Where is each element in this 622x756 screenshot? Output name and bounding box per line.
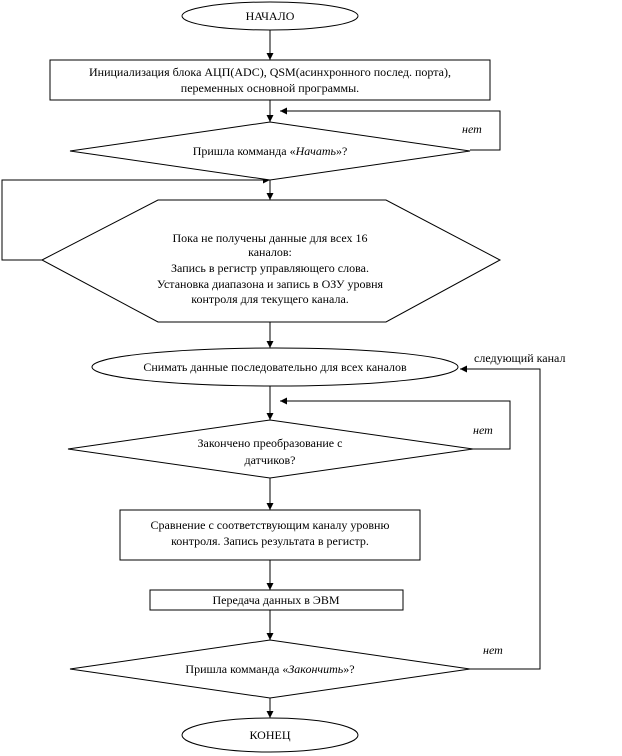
cond-convert-label-line-1: Закончено преобразование с <box>198 436 343 450</box>
arrow-next-channel <box>460 365 541 670</box>
loop-label-line-4: Установка диапазона и запись в ОЗУ уровн… <box>157 277 384 291</box>
decision-start-command: Пришла комманда «Начать»? <box>69 121 471 181</box>
init-label-line-1: Инициализация блока АЦП(ADC), QSM(асинхр… <box>89 65 451 79</box>
arrow-cond-convert-no-loop <box>280 397 511 450</box>
connectors <box>1 30 541 718</box>
compare-process: Сравнение с соответствующим каналу уровн… <box>119 509 421 561</box>
transfer-process: Передача данных в ЭВМ <box>149 589 404 611</box>
decision-finish-command: Пришла комманда «Закончить»? <box>69 639 471 699</box>
end-label: КОНЕЦ <box>249 728 290 742</box>
label-next-channel: следующий канал <box>474 351 565 365</box>
loop-label-line-3: Запись в регистр управляющего слова. <box>171 261 369 275</box>
cond-convert-label-line-2: датчиков? <box>244 453 295 467</box>
read-all-terminator: Снимать данные последовательно для всех … <box>91 347 459 387</box>
arrow-cond-start-no-loop <box>280 107 501 151</box>
loop-label-line-2: каналов: <box>248 245 292 259</box>
compare-label-line-1: Сравнение с соответствующим каналу уровн… <box>151 518 390 532</box>
loop-hexagon: Пока не получены данные для всех 16 кана… <box>40 199 502 323</box>
compare-label-line-2: контроля. Запись результата в регистр. <box>171 534 369 548</box>
label-no-finish: нет <box>483 643 503 657</box>
start-label: НАЧАЛО <box>246 9 295 23</box>
cond-start-label: Пришла комманда «Начать»? <box>193 144 348 158</box>
init-process: Инициализация блока АЦП(ADC), QSM(асинхр… <box>49 59 491 101</box>
end-terminator: КОНЕЦ <box>181 717 359 753</box>
loop-label-line-1: Пока не получены данные для всех 16 <box>173 231 368 245</box>
cond-finish-label: Пришла комманда «Закончить»? <box>185 662 354 676</box>
arrow-loop-back <box>1 176 270 261</box>
decision-conversion: Закончено преобразование с датчиков? <box>67 419 474 479</box>
start-terminator: НАЧАЛО <box>181 1 359 31</box>
label-no-start: нет <box>462 122 482 136</box>
transfer-label: Передача данных в ЭВМ <box>212 593 339 607</box>
label-no-convert: нет <box>473 423 493 437</box>
read-all-label: Снимать данные последовательно для всех … <box>143 360 407 374</box>
init-label-line-2: переменных основной программы. <box>181 81 359 95</box>
loop-label-line-5: контроля для текущего канала. <box>191 292 349 306</box>
